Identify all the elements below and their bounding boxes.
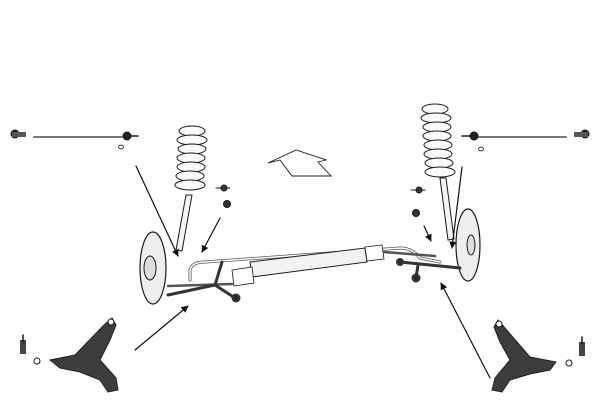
stabilizer-link-right (410, 186, 426, 217)
direction-arrow (267, 149, 333, 177)
wheel-hub-right (455, 208, 481, 282)
tie-rod-right (461, 129, 590, 152)
pointer-arrows (134, 165, 491, 379)
steering-rack (166, 244, 437, 288)
control-arm-right (491, 319, 585, 393)
tie-rod-left (10, 129, 139, 150)
mounted-arm-left (166, 260, 241, 303)
wheel-hub-left (139, 231, 167, 305)
mounted-arm-right (396, 258, 462, 283)
coil-spring-strut-right (420, 103, 456, 241)
control-arm-left (20, 317, 119, 393)
stabilizer-link-left (215, 184, 231, 208)
coil-spring-strut-left (174, 125, 208, 252)
